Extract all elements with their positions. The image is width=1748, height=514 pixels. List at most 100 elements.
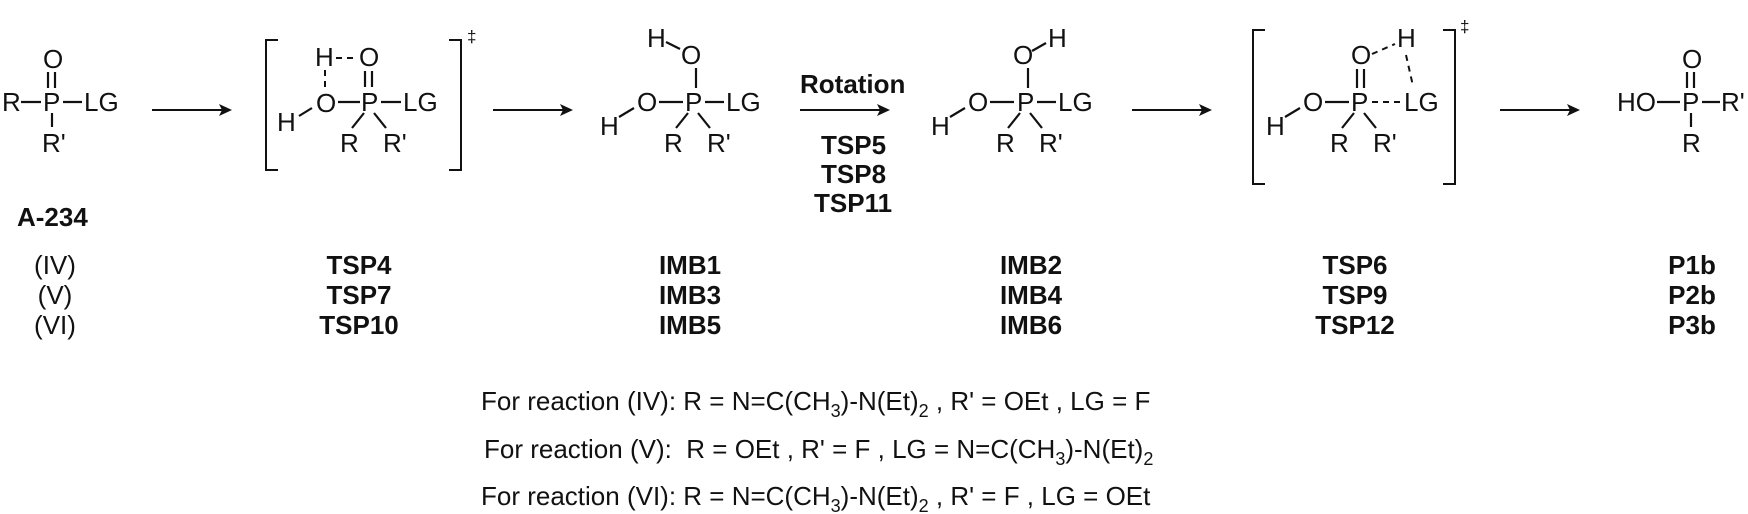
atom-rprime: R' [1039,128,1063,158]
reaction-label: (V) [38,280,73,310]
condition-iv: For reaction (IV): R = N=C(CH3)-N(Et)2 ,… [481,386,1150,421]
bond-h-o [618,107,635,118]
atom-h: H [1048,23,1067,53]
arrow-1 [152,104,232,116]
atom-r: R [340,128,359,158]
int1-label: IMB5 [659,310,721,340]
bond-p-r [1341,112,1355,129]
atom-rprime: R' [1721,87,1745,117]
atom-rprime: R' [383,128,407,158]
atom-p: P [1017,87,1034,117]
int2-label: IMB6 [1000,310,1062,340]
hbond [1371,43,1396,55]
bracket-left [265,39,278,171]
bond-p-r [1007,112,1021,129]
atom-r: R [996,128,1015,158]
int1-label: IMB3 [659,280,721,310]
bond-p-rprime [373,112,387,129]
atom-h: H [647,23,666,53]
arrow-4 [1500,104,1580,116]
ts-dagger: ‡ [1460,17,1469,36]
product-label: P1b [1668,250,1716,280]
atom-o: O [1303,87,1323,117]
atom-p: P [361,87,378,117]
hbond-h-lg [1405,54,1414,87]
atom-rprime: R' [707,128,731,158]
atom-h: H [1266,111,1285,141]
ts1-label: TSP10 [319,310,399,340]
product-structure: O HO P R' R [1617,44,1745,158]
atom-lg: LG [726,87,761,117]
atom-lg: LG [1058,87,1093,117]
int1-label: IMB1 [659,250,721,280]
atom-h: H [600,111,619,141]
product-label: P2b [1668,280,1716,310]
bond-h-o [1284,107,1301,118]
ts2-structure: ‡ O H O H P LG R R' [1252,17,1469,185]
atom-o: O [968,87,988,117]
bracket-left [1252,29,1265,185]
atom-p: P [43,87,60,117]
reaction-label: (VI) [34,310,76,340]
bond-o-h [1031,42,1047,52]
ts-dagger: ‡ [467,27,476,46]
bond-p-rprime [1029,112,1043,129]
atom-h: H [315,42,334,72]
int2-label: IMB2 [1000,250,1062,280]
rotation-label: Rotation [800,69,905,99]
atom-h: H [1397,23,1416,53]
atom-ho: HO [1617,87,1656,117]
bond-h-o [665,41,681,50]
atom-o: O [359,42,379,72]
atom-lg: LG [403,87,438,117]
bond-p-rprime [1363,112,1377,129]
atom-o: O [1682,44,1702,74]
atom-o: O [43,44,63,74]
atom-lg: LG [84,87,119,117]
rotation-ts: TSP8 [821,159,886,189]
arrow-3 [1132,104,1212,116]
atom-h: H [277,107,296,137]
arrow-2 [493,104,573,116]
bond-h-o [949,107,966,118]
ts1-structure: ‡ H O O H P LG R R' [265,27,476,171]
atom-r: R [664,128,683,158]
atom-o: O [316,88,336,118]
condition-vi: For reaction (VI): R = N=C(CH3)-N(Et)2 ,… [481,481,1151,514]
product-label: P3b [1668,310,1716,340]
ts2-label: TSP9 [1322,280,1387,310]
bracket-right [449,39,462,171]
condition-v: For reaction (V): R = OEt , R' = F , LG … [484,434,1153,469]
atom-lg: LG [1404,87,1439,117]
atom-rprime: R' [1373,128,1397,158]
atom-o: O [637,87,657,117]
atom-rprime: R' [42,128,66,158]
atom-o: O [681,40,701,70]
label-table: (IV) (V) (VI) TSP4 TSP7 TSP10 IMB1 IMB3 … [34,250,1716,340]
reaction-label: (IV) [34,250,76,280]
int1-structure: H O O H P LG R R' [600,23,761,158]
bond-p-rprime [697,112,711,129]
int2-structure: O H O H P LG R R' [931,23,1093,158]
bond-p-r [675,112,689,129]
ts1-label: TSP4 [326,250,392,280]
atom-p: P [1351,87,1368,117]
rotation-ts: TSP11 [814,188,892,218]
ts2-label: TSP12 [1315,310,1395,340]
atom-p: P [685,87,702,117]
rotation-step: Rotation TSP5 TSP8 TSP11 [800,69,905,218]
int2-label: IMB4 [1000,280,1063,310]
atom-r: R [1682,128,1701,158]
rotation-arrow-head [877,104,890,116]
atom-o: O [1013,40,1033,70]
atom-p: P [1682,87,1699,117]
bracket-right [1443,29,1456,185]
ts1-label: TSP7 [326,280,391,310]
bond-h-o [298,107,313,117]
atom-h: H [931,111,950,141]
reactant-label: A-234 [17,202,88,232]
bond-p-r [351,112,365,129]
atom-r: R [2,87,21,117]
atom-r: R [1330,128,1349,158]
